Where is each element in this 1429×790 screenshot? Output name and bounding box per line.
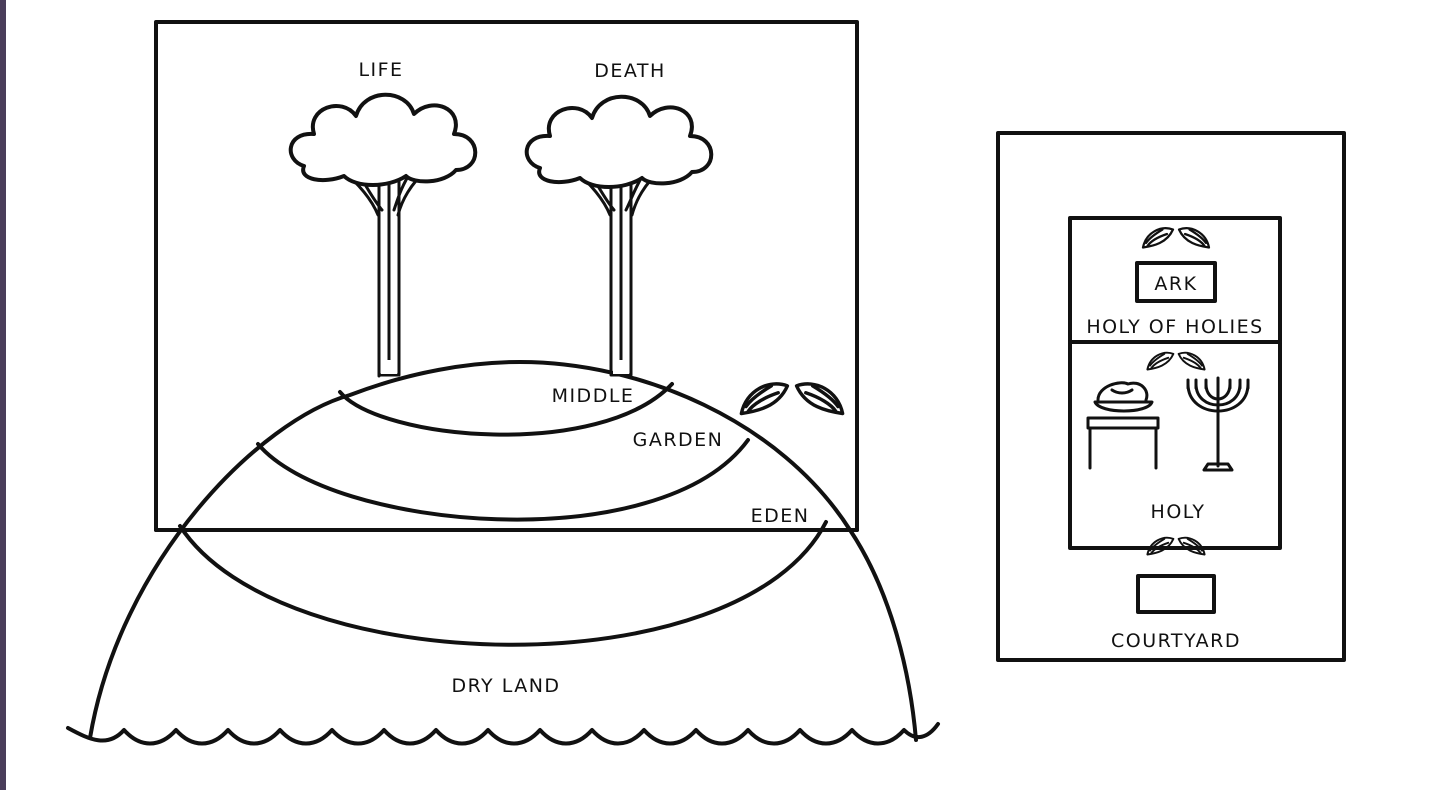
holy-of-holies-cherub-wings-icon	[1143, 228, 1209, 247]
altar-icon	[1138, 576, 1214, 612]
garden-cherub-wings-icon	[741, 384, 842, 414]
garden-frame	[156, 22, 857, 530]
tree-death-label: DEATH	[594, 60, 666, 82]
tree-life-label: LIFE	[358, 59, 403, 81]
waves-icon	[68, 724, 938, 744]
eden-arc	[180, 522, 826, 645]
menorah-icon	[1188, 378, 1248, 470]
bread-table-icon	[1088, 383, 1158, 468]
garden-arc	[258, 440, 748, 520]
ark-label: ARK	[1154, 273, 1197, 295]
garden-label: GARDEN	[633, 429, 724, 451]
tree-life-icon	[291, 95, 476, 375]
holy-label: HOLY	[1151, 501, 1206, 523]
tree-death-icon	[527, 97, 712, 375]
holy-of-holies-label: HOLY OF HOLIES	[1086, 316, 1263, 338]
eden-label: EDEN	[751, 505, 810, 527]
holy-cherub-wings-icon	[1147, 353, 1204, 370]
middle-label: MIDDLE	[552, 385, 635, 407]
tabernacle-frame	[998, 133, 1344, 660]
courtyard-label: COURTYARD	[1111, 630, 1241, 652]
dry-land-label: DRY LAND	[451, 675, 560, 697]
